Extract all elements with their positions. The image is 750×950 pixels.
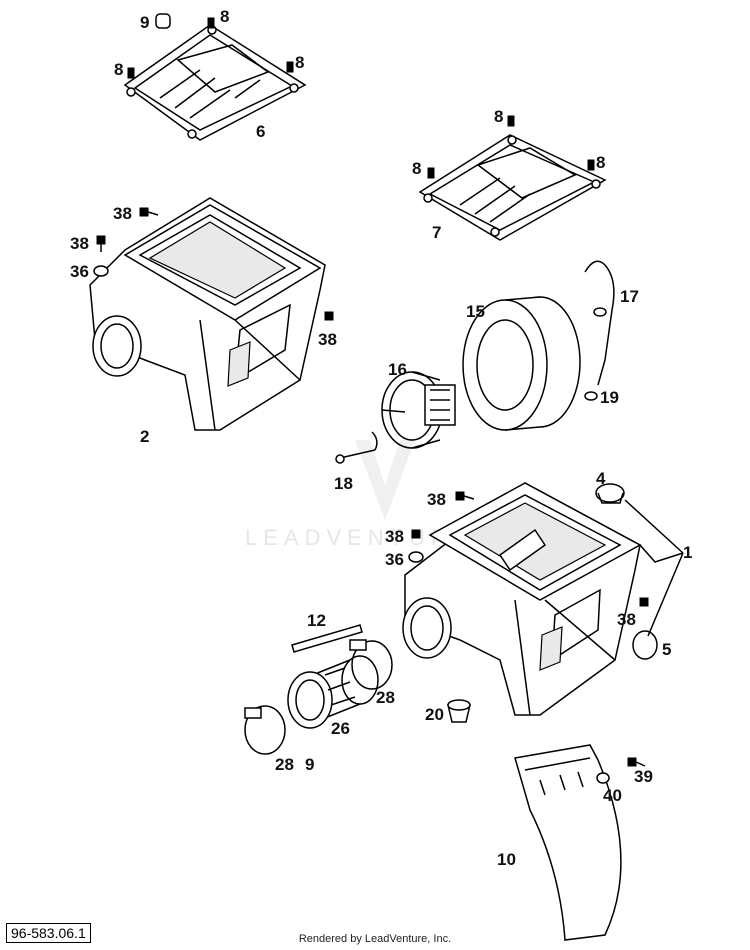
- label-part-40: 40: [603, 786, 622, 805]
- label-part-4: 4: [596, 469, 606, 488]
- label-part-38: 38: [617, 610, 636, 629]
- mud-flap-10: [514, 744, 622, 941]
- label-part-38: 38: [318, 330, 337, 349]
- label-part-26: 26: [331, 719, 350, 738]
- airbox-lid-7: [418, 134, 607, 241]
- washer-19: [584, 391, 598, 401]
- label-part-18: 18: [334, 474, 353, 493]
- filter-bolt-18: [335, 431, 378, 464]
- label-part-38: 38: [113, 204, 132, 223]
- watermark-text: LEADVENTURE: [245, 525, 474, 550]
- label-part-17: 17: [620, 287, 639, 306]
- strip-12: [291, 624, 363, 653]
- label-part-8: 8: [295, 53, 304, 72]
- label-part-38: 38: [70, 234, 89, 253]
- intake-boot-26: [287, 655, 379, 729]
- label-part-39: 39: [634, 767, 653, 786]
- part-labels: 9 8 8 8 6 8 8 8 7 38 38 36 38 2 15 16 17…: [70, 7, 692, 869]
- cap-4: [595, 483, 625, 504]
- watermark: LEADVENTURE: [245, 440, 474, 550]
- label-part-9: 9: [140, 13, 149, 32]
- label-part-1: 1: [683, 543, 692, 562]
- air-filter-element-15: [462, 296, 581, 431]
- label-part-28: 28: [376, 688, 395, 707]
- label-part-36: 36: [70, 262, 89, 281]
- label-part-8: 8: [412, 159, 421, 178]
- grommet-20: [447, 699, 471, 723]
- filter-cage-16: [381, 371, 456, 449]
- label-part-8: 8: [220, 7, 229, 26]
- label-part-16: 16: [388, 360, 407, 379]
- label-part-9: 9: [305, 755, 314, 774]
- label-part-19: 19: [600, 388, 619, 407]
- label-part-8: 8: [494, 107, 503, 126]
- label-part-36: 36: [385, 550, 404, 569]
- hose-clamp-28b: [244, 705, 286, 755]
- label-part-20: 20: [425, 705, 444, 724]
- vent-hose-17: [584, 260, 615, 386]
- fastener-set: [93, 13, 684, 637]
- label-part-7: 7: [432, 223, 441, 242]
- cap-5: [632, 630, 658, 660]
- airbox-lid-6: [123, 24, 307, 141]
- label-part-12: 12: [307, 611, 326, 630]
- screw-39: [627, 757, 646, 767]
- airbox-housing-1: [402, 482, 642, 716]
- washer-40: [596, 772, 610, 784]
- label-part-10: 10: [497, 850, 516, 869]
- label-part-8: 8: [114, 60, 123, 79]
- label-part-6: 6: [256, 122, 265, 141]
- footer-credit: Rendered by LeadVenture, Inc.: [298, 933, 452, 945]
- label-part-38: 38: [427, 490, 446, 509]
- drawing-id-box: 96-583.06.1: [6, 923, 91, 943]
- label-part-8: 8: [596, 153, 605, 172]
- label-part-28: 28: [275, 755, 294, 774]
- airbox-housing-2: [89, 197, 326, 431]
- label-part-15: 15: [466, 302, 485, 321]
- label-part-5: 5: [662, 640, 671, 659]
- hose-clamp-28a: [349, 639, 393, 690]
- label-part-38: 38: [385, 527, 404, 546]
- label-part-2: 2: [140, 427, 149, 446]
